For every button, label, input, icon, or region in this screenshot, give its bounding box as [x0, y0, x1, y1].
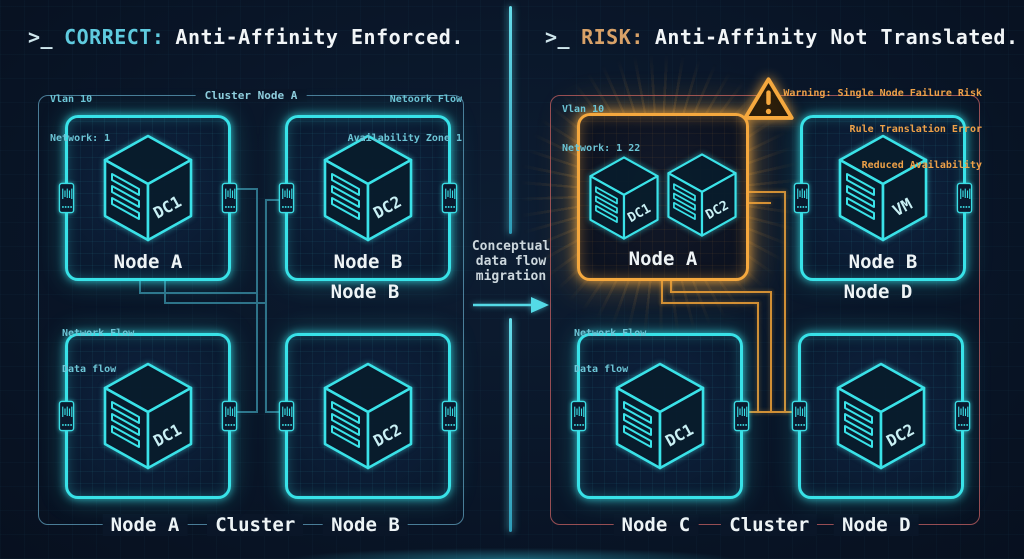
- title-keyword: CORRECT:: [64, 25, 165, 49]
- left-zone-meta: Netoork Flow Availability Zone 1: [347, 94, 462, 144]
- left-cluster-boundary: Cluster Node A Node A Cluster Node B: [38, 89, 464, 536]
- right-title: >_ RISK: Anti-Affinity Not Translated.: [545, 25, 1019, 49]
- left-node-box-bottom-left: DC1: [58, 333, 238, 499]
- left-node-box-bottom-right: DC2: [278, 333, 458, 499]
- server-cube-icon: DC1: [103, 134, 193, 242]
- center-divider: [509, 6, 512, 234]
- connection-line-orange: [743, 191, 786, 193]
- terminal-prompt: >_: [545, 25, 571, 49]
- port-chip-icon: [793, 182, 810, 214]
- cluster-top-label: Cluster Node A: [195, 89, 307, 102]
- bottom-label-node-b: Node B: [323, 514, 408, 536]
- connection-line-orange: [784, 191, 786, 413]
- external-node-label-right: Node D: [843, 281, 913, 303]
- bottom-label-node-c: Node C: [613, 514, 699, 536]
- connection-line: [265, 199, 267, 413]
- connection-line: [164, 302, 267, 304]
- server-cube-icon: DC1: [589, 156, 659, 240]
- port-chip-icon: [221, 400, 238, 432]
- warning-text: Warning: Single Node Failure Risk Rule T…: [783, 88, 982, 171]
- connection-line: [265, 411, 285, 413]
- connection-line: [139, 292, 258, 294]
- left-vlan-meta: Vlan 10 Network: 1: [50, 94, 111, 144]
- server-cube-icon: DC2: [667, 153, 737, 237]
- connection-line-orange: [661, 302, 759, 304]
- right-flow-label: Network Flow Data flow: [574, 328, 647, 375]
- title-keyword: RISK:: [581, 25, 644, 49]
- connection-line: [225, 188, 258, 190]
- external-node-label-left: Node B: [330, 281, 400, 303]
- node-label: Node B: [848, 251, 918, 273]
- left-title: >_ CORRECT: Anti-Affinity Enforced.: [28, 25, 464, 49]
- port-chip-icon: [570, 400, 587, 432]
- connection-line-orange: [770, 291, 772, 413]
- connection-line-orange: [738, 411, 798, 413]
- connection-line: [256, 188, 258, 413]
- right-vlan-meta: Vlan 10 Network: 1 22: [562, 104, 641, 154]
- right-node-box-highlighted: DC1 DC2 Node A: [577, 113, 749, 281]
- connection-line-orange: [743, 202, 771, 204]
- port-chip-icon: [791, 400, 808, 432]
- port-chip-icon: [733, 400, 750, 432]
- terminal-prompt: >_: [28, 25, 54, 49]
- connection-line-orange: [670, 291, 772, 293]
- server-cube-icon: DC2: [323, 362, 413, 470]
- migration-caption: Conceptual data flow migration: [471, 239, 551, 284]
- node-label: Node A: [628, 248, 698, 270]
- server-cube-icon: DC1: [103, 362, 193, 470]
- connection-line-orange: [757, 302, 759, 413]
- port-chip-icon: [441, 400, 458, 432]
- bottom-label-cluster: Cluster: [721, 514, 818, 536]
- server-cube-icon: DC1: [615, 362, 705, 470]
- bottom-label-cluster: Cluster: [207, 514, 304, 536]
- connection-line: [139, 276, 141, 294]
- title-text: Anti-Affinity Not Translated.: [654, 25, 1019, 49]
- connection-line: [164, 276, 166, 304]
- warning-triangle-icon: [743, 77, 794, 120]
- server-cube-icon: DC2: [323, 134, 413, 242]
- server-cube-icon: DC2: [836, 362, 926, 470]
- center-divider: [509, 318, 512, 532]
- port-chip-icon: [956, 182, 973, 214]
- left-node-box-top-right: DC2 Node B: [278, 115, 458, 281]
- right-node-box-top-right: VM Node B: [793, 115, 973, 281]
- connection-line-orange: [661, 276, 663, 304]
- left-flow-label: Network Flow Data flow: [62, 328, 135, 375]
- port-chip-icon: [441, 182, 458, 214]
- connection-line-orange: [670, 276, 672, 293]
- port-chip-icon: [954, 400, 971, 432]
- connection-line: [265, 199, 285, 201]
- node-label: Node B: [333, 251, 403, 273]
- right-node-box-bottom-left: DC1: [570, 333, 750, 499]
- port-chip-icon: [221, 182, 238, 214]
- server-cube-icon: VM: [838, 134, 928, 242]
- connection-line: [225, 411, 258, 413]
- right-cluster-boundary: Node C Cluster Node D: [550, 95, 980, 536]
- left-node-box-top-left: DC1 Node A: [58, 115, 238, 281]
- port-chip-icon: [278, 182, 295, 214]
- port-chip-icon: [58, 400, 75, 432]
- bottom-label-node-d: Node D: [833, 514, 919, 536]
- bottom-glow: [294, 548, 730, 559]
- node-label: Node A: [113, 251, 183, 273]
- right-node-box-bottom-right: DC2: [791, 333, 971, 499]
- bottom-label-node-a: Node A: [102, 514, 188, 536]
- port-chip-icon: [58, 182, 75, 214]
- migration-arrow-icon: [473, 297, 549, 313]
- port-chip-icon: [278, 400, 295, 432]
- title-text: Anti-Affinity Enforced.: [175, 25, 464, 49]
